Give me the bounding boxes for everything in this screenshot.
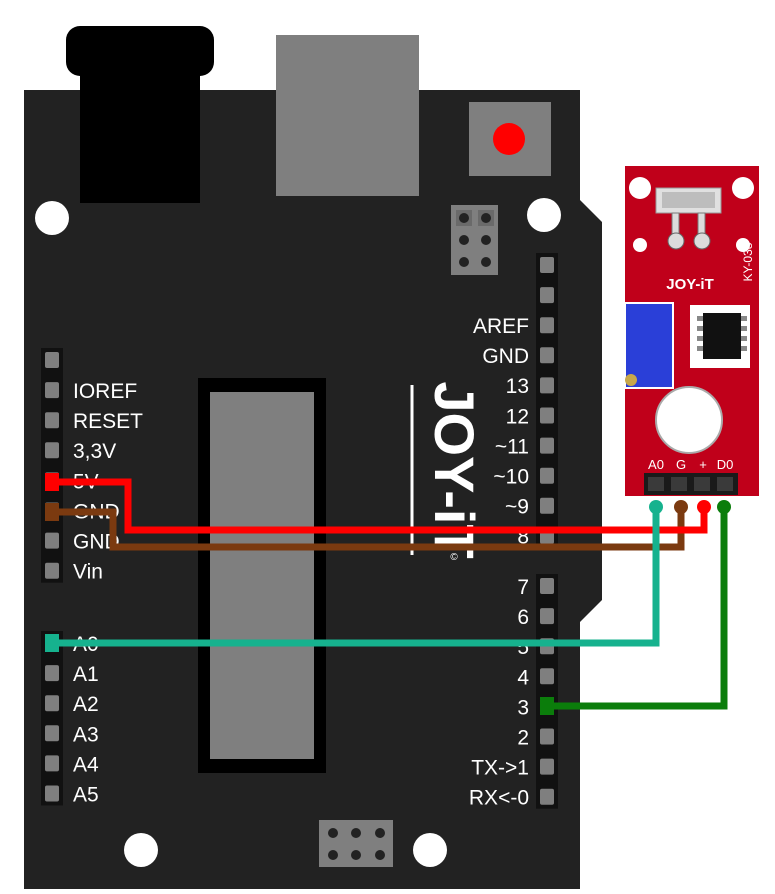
sensor-model-text: KY-038 bbox=[741, 242, 755, 281]
left-analog-header bbox=[41, 631, 63, 806]
sensor-mount-hole bbox=[633, 238, 647, 252]
right-lower-header bbox=[536, 574, 558, 809]
pin-label: 7 bbox=[517, 576, 529, 599]
pin-label: A4 bbox=[73, 753, 99, 776]
pin-label: 12 bbox=[506, 405, 529, 428]
pin-label: 3,3V bbox=[73, 440, 116, 463]
left-power-header bbox=[41, 348, 63, 583]
pin-label: GND bbox=[73, 531, 120, 554]
mounting-hole bbox=[124, 833, 158, 867]
microphone bbox=[655, 386, 723, 454]
header-pin bbox=[540, 668, 554, 685]
pin-label: 13 bbox=[506, 375, 529, 398]
header-pin bbox=[540, 728, 554, 745]
sensor-pin-label-plus: + bbox=[699, 457, 707, 472]
pin-label: IOREF bbox=[73, 380, 137, 403]
pin-label: 3 bbox=[517, 696, 529, 719]
pin-label: 2 bbox=[517, 727, 529, 750]
pin-label: RESET bbox=[73, 410, 143, 433]
header-pin bbox=[540, 407, 554, 424]
pin-label: 6 bbox=[517, 606, 529, 629]
pin-label: 5 bbox=[517, 636, 529, 659]
header-pin bbox=[45, 382, 59, 399]
pin-label: ~10 bbox=[493, 466, 529, 489]
sensor-pin-label-g: G bbox=[676, 457, 686, 472]
wire-a0-end bbox=[649, 500, 663, 514]
header-pin bbox=[45, 665, 59, 682]
icsp-header-bottom bbox=[319, 820, 393, 867]
sensor-pin-header bbox=[644, 473, 738, 495]
header-pin bbox=[45, 562, 59, 579]
header-pin bbox=[540, 347, 554, 364]
pin-label: Vin bbox=[73, 561, 103, 584]
pin-label: ~11 bbox=[495, 435, 529, 458]
sensor-module: JOY-iT KY-038 A0 G + D0 bbox=[624, 166, 759, 496]
header-pin bbox=[45, 695, 59, 712]
sensor-brand-text: JOY-iT bbox=[666, 276, 714, 293]
icsp-header-top bbox=[451, 205, 498, 275]
right-upper-header bbox=[536, 253, 558, 548]
sensor-mount-hole bbox=[629, 177, 651, 199]
sensor-pin-label-d0: D0 bbox=[717, 457, 734, 472]
header-pin bbox=[540, 578, 554, 594]
header-pin bbox=[45, 352, 59, 368]
wire-a0 bbox=[52, 507, 660, 647]
sensor-mount-hole bbox=[736, 238, 750, 252]
wire-gnd bbox=[52, 507, 685, 551]
pin-label: A3 bbox=[73, 723, 99, 746]
sensor-pin-label-a0: A0 bbox=[648, 457, 664, 472]
wire-d0 bbox=[547, 507, 728, 710]
pin-label: 8 bbox=[517, 526, 529, 549]
wires bbox=[45, 473, 731, 715]
header-pin bbox=[45, 412, 59, 429]
header-pin bbox=[45, 785, 59, 802]
header-pin bbox=[45, 755, 59, 772]
header-pin bbox=[540, 788, 554, 805]
header-pin bbox=[540, 758, 554, 775]
mounting-hole bbox=[35, 201, 69, 235]
pin-label: A1 bbox=[73, 663, 99, 686]
header-pin bbox=[540, 257, 554, 273]
header-pin bbox=[540, 317, 554, 334]
wire-5v-end bbox=[697, 500, 711, 514]
header-pin bbox=[45, 725, 59, 742]
header-pin bbox=[540, 377, 554, 394]
pin-label: RX<-0 bbox=[469, 787, 529, 810]
pin-label: 4 bbox=[517, 666, 529, 689]
potentiometer bbox=[624, 302, 674, 389]
header-pin bbox=[540, 467, 554, 484]
header-pin bbox=[45, 532, 59, 549]
wire-5v bbox=[52, 478, 708, 534]
mounting-hole bbox=[527, 198, 561, 232]
mounting-hole bbox=[413, 833, 447, 867]
pin-label: A5 bbox=[73, 784, 99, 807]
copyright-mark: © bbox=[450, 552, 458, 563]
reset-led bbox=[493, 123, 525, 155]
wire-gnd-end bbox=[674, 500, 688, 514]
pin-label: A2 bbox=[73, 693, 99, 716]
wire-d0-end bbox=[717, 500, 731, 514]
pin-label: GND bbox=[482, 345, 529, 368]
sensor-mount-hole bbox=[732, 177, 754, 199]
header-pin bbox=[45, 442, 59, 459]
pin-label: ~9 bbox=[505, 496, 529, 519]
pin-label: TX->1 bbox=[471, 757, 529, 780]
right-header-labels: AREF GND 13 12 ~11 ~10 ~9 8 7 6 5 4 3 2TX->1RX<-0 bbox=[469, 315, 529, 810]
pin-label: AREF bbox=[473, 315, 529, 338]
header-pin bbox=[540, 608, 554, 625]
header-pin bbox=[540, 437, 554, 454]
arduino-board: JOY-iT © bbox=[24, 26, 602, 889]
header-pin bbox=[540, 287, 554, 304]
header-pin bbox=[540, 497, 554, 514]
